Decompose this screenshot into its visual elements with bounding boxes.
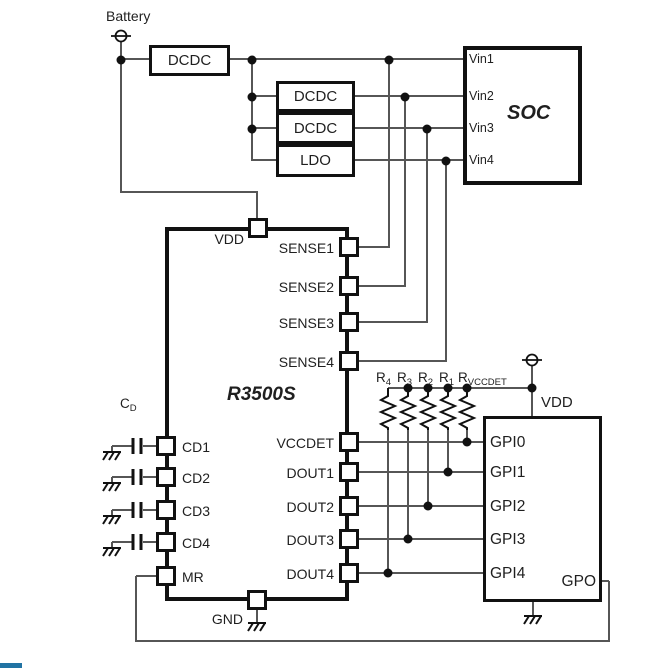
soc-label: SOC xyxy=(507,102,551,124)
gpi1-label: GPI1 xyxy=(490,464,526,481)
r1-label: R1 xyxy=(439,370,455,388)
soc-pin-vin2: Vin2 xyxy=(469,89,494,103)
vdd-terminal-icon xyxy=(522,353,542,367)
junction-dot xyxy=(422,124,432,134)
partial-ui-bar xyxy=(0,663,22,668)
junction-dot xyxy=(462,437,472,447)
soc-pin-vin4: Vin4 xyxy=(469,153,494,167)
sense2-label: SENSE2 xyxy=(278,279,334,295)
pin-sense2 xyxy=(339,276,359,296)
ground-icon xyxy=(102,515,121,525)
pin-dout2 xyxy=(339,496,359,516)
ground-symbols xyxy=(102,451,542,632)
ground-icon xyxy=(523,615,542,625)
gpi4-label: GPI4 xyxy=(490,565,526,582)
supply-terminals xyxy=(111,29,542,367)
pin-sense4 xyxy=(339,351,359,371)
gpo-label: GPO xyxy=(561,573,596,590)
junction-dot xyxy=(400,92,410,102)
pin-cd2 xyxy=(156,467,176,487)
ground-icon xyxy=(102,482,121,492)
r3500s-block xyxy=(165,227,349,601)
junction-dot xyxy=(403,534,413,544)
cd3-label: CD3 xyxy=(182,503,211,519)
pin-cd1 xyxy=(156,436,176,456)
soc-pin-vin3: Vin3 xyxy=(469,121,494,135)
pin-sense1 xyxy=(339,237,359,257)
dcdc2-label: DCDC xyxy=(293,88,338,105)
chip-vdd-label: VDD xyxy=(214,231,244,247)
cd4-label: CD4 xyxy=(182,535,211,551)
gpi-gpo-block xyxy=(483,416,602,602)
pin-dout4 xyxy=(339,563,359,583)
resistor-r2 xyxy=(418,388,438,430)
resistors xyxy=(378,388,477,430)
junction-dot xyxy=(443,467,453,477)
sense3-label: SENSE3 xyxy=(278,315,334,331)
r3500s-label: R3500S xyxy=(227,384,296,405)
dout3-label: DOUT3 xyxy=(286,532,334,548)
junction-dots xyxy=(116,55,537,578)
resistor-r1 xyxy=(438,388,458,430)
junction-dot xyxy=(423,501,433,511)
junction-dot xyxy=(527,383,537,393)
r2-label: R2 xyxy=(418,370,434,388)
pin-dout1 xyxy=(339,462,359,482)
gpi0-label: GPI0 xyxy=(490,434,526,451)
r4-label: R4 xyxy=(376,370,392,388)
junction-dot xyxy=(441,156,451,166)
ground-icon xyxy=(102,451,121,461)
soc-block xyxy=(463,46,582,185)
resistor-r3 xyxy=(398,388,418,430)
junction-dot xyxy=(247,55,257,65)
ldo-label: LDO xyxy=(300,152,331,169)
sense4-label: SENSE4 xyxy=(278,354,334,370)
resistor-rvccdet xyxy=(457,388,477,430)
gpi2-label: GPI2 xyxy=(490,498,526,515)
junction-dot xyxy=(384,55,394,65)
vccdet-label: VCCDET xyxy=(276,435,334,451)
junction-dot xyxy=(383,568,393,578)
junction-dot xyxy=(247,92,257,102)
pin-vdd xyxy=(248,218,268,238)
junction-dot xyxy=(247,124,257,134)
rvccdet-label: RVCCDET xyxy=(458,370,507,388)
mr-label: MR xyxy=(182,569,204,585)
pin-sense3 xyxy=(339,312,359,332)
junction-dot xyxy=(116,55,126,65)
dcdc1-block: DCDC xyxy=(149,45,230,76)
dout1-label: DOUT1 xyxy=(286,465,334,481)
pin-gnd xyxy=(247,590,267,610)
dcdc2-block: DCDC xyxy=(276,81,355,112)
pin-cd4 xyxy=(156,532,176,552)
pin-mr xyxy=(156,566,176,586)
battery-terminal-icon xyxy=(111,29,131,43)
ldo-block: LDO xyxy=(276,144,355,177)
cd1-label: CD1 xyxy=(182,439,211,455)
battery-label: Battery xyxy=(106,8,151,24)
dout2-label: DOUT2 xyxy=(286,499,334,515)
soc-pin-vin1: Vin1 xyxy=(469,52,494,66)
dcdc3-label: DCDC xyxy=(293,119,338,137)
capacitors xyxy=(131,438,143,550)
pin-cd3 xyxy=(156,500,176,520)
vdd-right-label: VDD xyxy=(541,394,573,411)
sense1-label: SENSE1 xyxy=(278,240,334,256)
ground-icon xyxy=(247,622,266,632)
resistor-r4 xyxy=(378,388,398,430)
gpi3-label: GPI3 xyxy=(490,531,526,548)
dcdc1-label: DCDC xyxy=(167,52,212,69)
cd2-label: CD2 xyxy=(182,470,211,486)
ground-icon xyxy=(102,547,121,557)
pin-vccdet xyxy=(339,432,359,452)
dcdc3-block: DCDC xyxy=(276,112,355,144)
pin-dout3 xyxy=(339,529,359,549)
r3-label: R3 xyxy=(397,370,413,388)
chip-gnd-label: GND xyxy=(211,611,243,627)
cap-cd-label: CD xyxy=(120,396,137,414)
dout4-label: DOUT4 xyxy=(286,566,334,582)
